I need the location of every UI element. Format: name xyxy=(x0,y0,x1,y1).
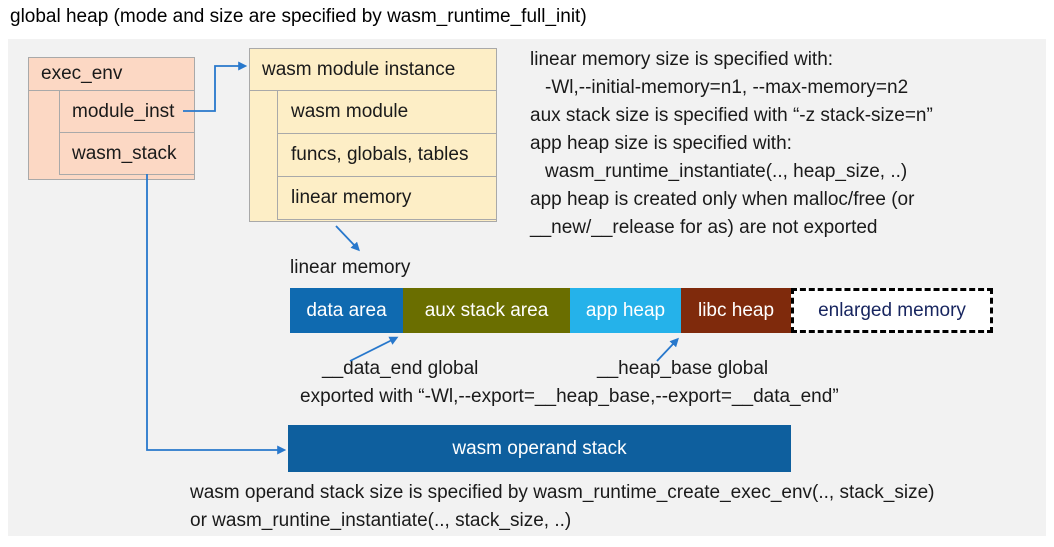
segment-libc-heap: libc heap xyxy=(681,288,791,333)
annotation-data-end-global: __data_end global xyxy=(322,358,479,379)
note-line: wasm_runtime_instantiate(.., heap_size, … xyxy=(545,161,908,182)
module-instance-row-wasm-module: wasm module xyxy=(277,91,496,134)
annotation-heap-base-global: __heap_base global xyxy=(597,358,769,379)
module-instance-box: wasm module instance wasm module funcs, … xyxy=(249,48,497,222)
segment-enlarged-memory: enlarged memory xyxy=(791,288,993,333)
module-instance-row-linear-memory: linear memory xyxy=(277,177,496,220)
annotation-exported-with: exported with “-Wl,--export=__heap_base,… xyxy=(300,386,839,407)
segment-aux-stack-area: aux stack area xyxy=(403,288,570,333)
footer-line: wasm operand stack size is specified by … xyxy=(190,482,935,503)
module-instance-title: wasm module instance xyxy=(250,49,496,91)
linear-memory-label: linear memory xyxy=(290,257,411,278)
module-instance-row-funcs-globals-tables: funcs, globals, tables xyxy=(277,134,496,177)
exec-env-rows: module_inst wasm_stack xyxy=(59,91,194,175)
segment-data-area: data area xyxy=(290,288,403,333)
footer-line: or wasm_runtine_instantiate(.., stack_si… xyxy=(190,510,572,531)
notes-block: linear memory size is specified with: -W… xyxy=(530,46,933,242)
exec-env-row-wasm-stack: wasm_stack xyxy=(59,133,194,175)
linear-memory-bar: data area aux stack area app heap libc h… xyxy=(290,288,993,333)
note-line: app heap is created only when malloc/fre… xyxy=(530,189,915,210)
note-line: __new/__release for as) are not exported xyxy=(530,217,878,238)
note-line: linear memory size is specified with: xyxy=(530,49,834,70)
note-line: -Wl,--initial-memory=n1, --max-memory=n2 xyxy=(545,77,909,98)
module-instance-rows: wasm module funcs, globals, tables linea… xyxy=(277,91,496,220)
note-line: app heap size is specified with: xyxy=(530,133,792,154)
wasm-operand-stack-bar: wasm operand stack xyxy=(288,425,791,472)
segment-app-heap: app heap xyxy=(570,288,681,333)
footer-notes: wasm operand stack size is specified by … xyxy=(190,479,935,535)
exec-env-title: exec_env xyxy=(29,58,194,91)
diagram-title: global heap (mode and size are specified… xyxy=(10,6,587,27)
exec-env-box: exec_env module_inst wasm_stack xyxy=(28,57,195,180)
exec-env-row-module-inst: module_inst xyxy=(59,91,194,133)
note-line: aux stack size is specified with “-z sta… xyxy=(530,105,933,126)
